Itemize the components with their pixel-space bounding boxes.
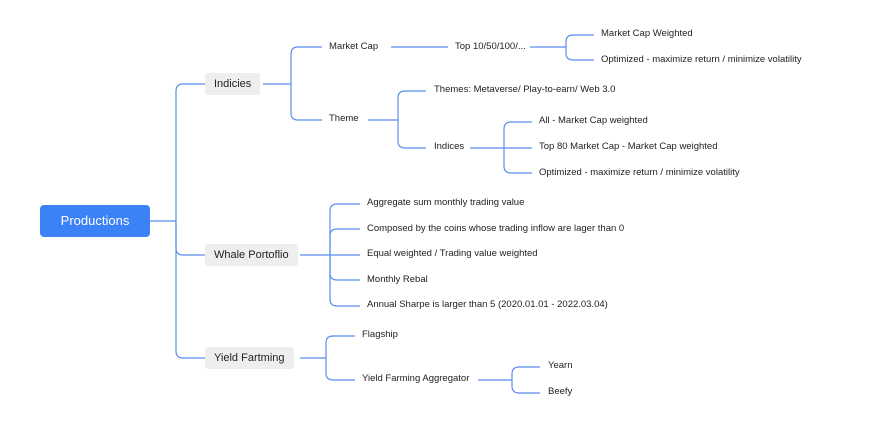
connector-line: [290, 46, 322, 84]
node-whale-item-1[interactable]: Aggregate sum monthly trading value: [367, 197, 525, 208]
node-optimized-indices[interactable]: Optimized - maximize return / minimize v…: [539, 167, 740, 178]
connector-line: [503, 121, 532, 148]
connector-line: [290, 84, 322, 121]
connector-line: [329, 203, 360, 255]
root-node-productions[interactable]: Productions: [40, 205, 150, 237]
node-whale-item-3[interactable]: Equal weighted / Trading value weighted: [367, 248, 538, 259]
node-yield-aggregator[interactable]: Yield Farming Aggregator: [362, 373, 470, 384]
connector-line: [565, 34, 594, 47]
node-all-market-cap[interactable]: All - Market Cap weighted: [539, 115, 648, 126]
node-flagship[interactable]: Flagship: [362, 329, 398, 340]
connector-line: [397, 90, 426, 120]
node-whale-portfolio[interactable]: Whale Portoflio: [205, 244, 298, 266]
connector-line: [503, 148, 532, 174]
connector-line: [511, 380, 540, 394]
connector-line: [565, 47, 594, 61]
node-indices[interactable]: Indices: [434, 141, 465, 152]
connector-line: [175, 221, 205, 359]
node-whale-item-2[interactable]: Composed by the coins whose trading infl…: [367, 223, 625, 234]
node-yearn[interactable]: Yearn: [548, 360, 573, 371]
connector-line: [175, 221, 205, 256]
node-top-n[interactable]: Top 10/50/100/...: [455, 41, 526, 52]
connector-line: [397, 120, 426, 149]
connector-line: [325, 358, 355, 381]
connector-line: [329, 255, 360, 307]
node-theme[interactable]: Theme: [329, 113, 359, 124]
connector-line: [329, 228, 360, 255]
connector-line: [175, 83, 205, 221]
node-market-cap[interactable]: Market Cap: [329, 41, 379, 52]
connector-line: [511, 366, 540, 380]
node-indicies[interactable]: Indicies: [205, 73, 261, 95]
connector-line: [325, 335, 355, 358]
node-top80[interactable]: Top 80 Market Cap - Market Cap weighted: [539, 141, 718, 152]
node-yield-farming[interactable]: Yield Fartming: [205, 347, 294, 369]
node-whale-item-4[interactable]: Monthly Rebal: [367, 274, 428, 285]
node-market-cap-weighted[interactable]: Market Cap Weighted: [601, 28, 693, 39]
connector-line: [329, 255, 360, 281]
node-beefy[interactable]: Beefy: [548, 386, 573, 397]
node-whale-item-5[interactable]: Annual Sharpe is larger than 5 (2020.01.…: [367, 299, 608, 310]
node-optimized-top[interactable]: Optimized - maximize return / minimize v…: [601, 54, 802, 65]
node-themes-list[interactable]: Themes: Metaverse/ Play-to-earn/ Web 3.0: [434, 84, 616, 95]
